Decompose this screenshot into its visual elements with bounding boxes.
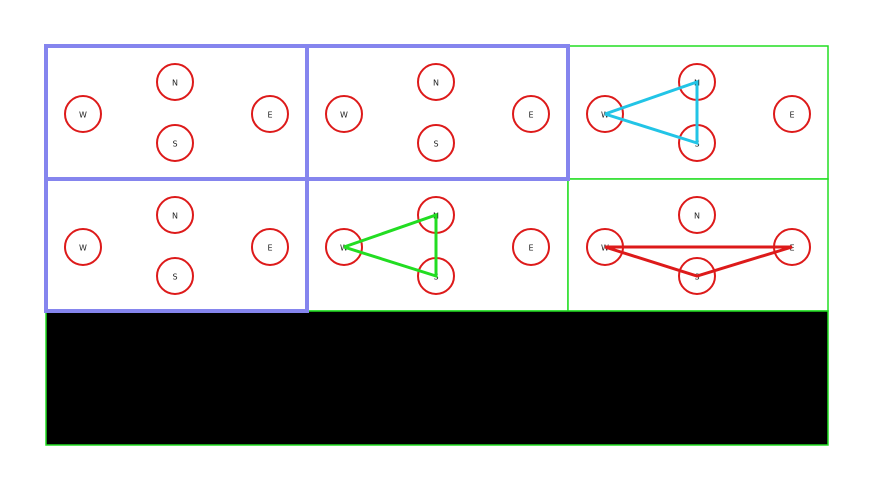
node-s[interactable]: S [417,124,455,162]
traced-path [604,79,699,146]
node-ring [64,95,102,133]
node-ring [512,95,550,133]
node-label: E [267,244,272,253]
traced-path [604,245,793,278]
node-ring [156,196,194,234]
node-label: S [433,140,438,149]
node-label: S [172,273,177,282]
node-e[interactable]: E [773,95,811,133]
node-ring [325,228,363,266]
node-e[interactable]: E [251,228,289,266]
node-label: E [528,244,533,253]
empty-slot-fill [45,310,829,446]
puzzle-cell-r1c1[interactable]: N S W E [45,45,308,180]
selection-outline [44,177,309,313]
node-ring [678,257,716,295]
puzzle-cell-r2c1[interactable]: N S W E [45,178,308,312]
node-ring [417,124,455,162]
node-ring [251,228,289,266]
node-w[interactable]: W [325,95,363,133]
node-label: E [267,111,272,120]
node-ring [156,63,194,101]
node-ring [678,196,716,234]
cell-background [45,45,308,180]
node-ring [512,228,550,266]
selection-outline [305,44,570,181]
node-label: E [789,111,794,120]
node-label: W [340,111,348,120]
node-w[interactable]: W [64,95,102,133]
node-ring [251,95,289,133]
selection-layer [44,44,570,313]
empty-slot [45,310,829,446]
node-n[interactable]: N [678,196,716,234]
puzzle-cell-r1c2[interactable]: N S W E [306,45,569,180]
cell-background [306,45,569,180]
node-n[interactable]: N [417,63,455,101]
node-label: W [79,244,87,253]
cell-background [567,178,829,312]
node-n[interactable]: N [156,196,194,234]
node-e[interactable]: E [512,95,550,133]
node-ring [156,124,194,162]
node-ring [64,228,102,266]
node-ring [156,257,194,295]
node-ring [417,63,455,101]
node-ring [773,95,811,133]
node-ring [586,95,624,133]
node-label: E [528,111,533,120]
node-label: N [172,212,178,221]
node-e[interactable]: E [512,228,550,266]
node-label: S [172,140,177,149]
traced-path [343,212,438,279]
node-label: N [694,212,700,221]
node-label: N [433,79,439,88]
node-s[interactable]: S [156,124,194,162]
node-ring [325,95,363,133]
node-n[interactable]: N [156,63,194,101]
node-label: N [172,79,178,88]
node-e[interactable]: E [251,95,289,133]
node-w[interactable]: W [64,228,102,266]
node-label: W [79,111,87,120]
node-s[interactable]: S [156,257,194,295]
